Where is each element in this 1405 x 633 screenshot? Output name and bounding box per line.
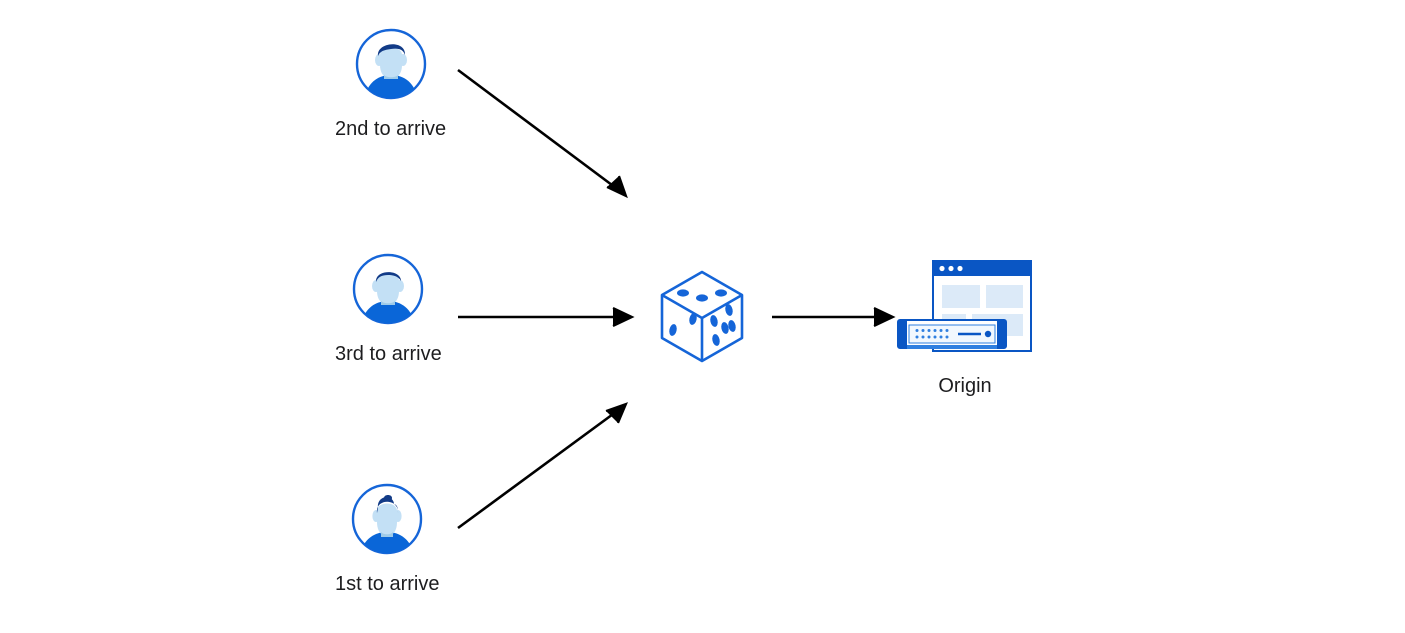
dice-icon xyxy=(657,268,747,364)
arrow-1st-to-dice xyxy=(457,402,628,530)
dice-pips-right xyxy=(710,304,736,346)
node-label-visitor-3rd: 3rd to arrive xyxy=(335,343,442,365)
avatar-male-short-hair-icon xyxy=(354,27,428,101)
node-label-visitor-1st: 1st to arrive xyxy=(335,573,440,595)
dice-pips-top xyxy=(677,289,727,302)
arrow-dice-to-origin xyxy=(772,307,896,327)
node-origin[interactable]: Origin xyxy=(895,258,1035,398)
arrow-3rd-to-dice xyxy=(458,307,635,327)
node-label-visitor-2nd: 2nd to arrive xyxy=(335,118,447,140)
arrow-2nd-to-dice xyxy=(457,68,628,199)
server-led-grid xyxy=(915,329,949,339)
node-label-origin: Origin xyxy=(938,375,992,397)
dice-pips-left xyxy=(669,313,697,336)
avatar-female-bun-icon xyxy=(350,482,424,556)
node-visitor-1st[interactable]: 1st to arrive xyxy=(335,482,439,596)
node-visitor-2nd[interactable]: 2nd to arrive xyxy=(335,27,446,141)
node-randomizer[interactable] xyxy=(657,268,747,364)
origin-server-browser-icon xyxy=(895,258,1035,358)
server-device-icon xyxy=(897,319,1007,349)
node-visitor-3rd[interactable]: 3rd to arrive xyxy=(335,252,442,366)
avatar-male-icon xyxy=(351,252,425,326)
